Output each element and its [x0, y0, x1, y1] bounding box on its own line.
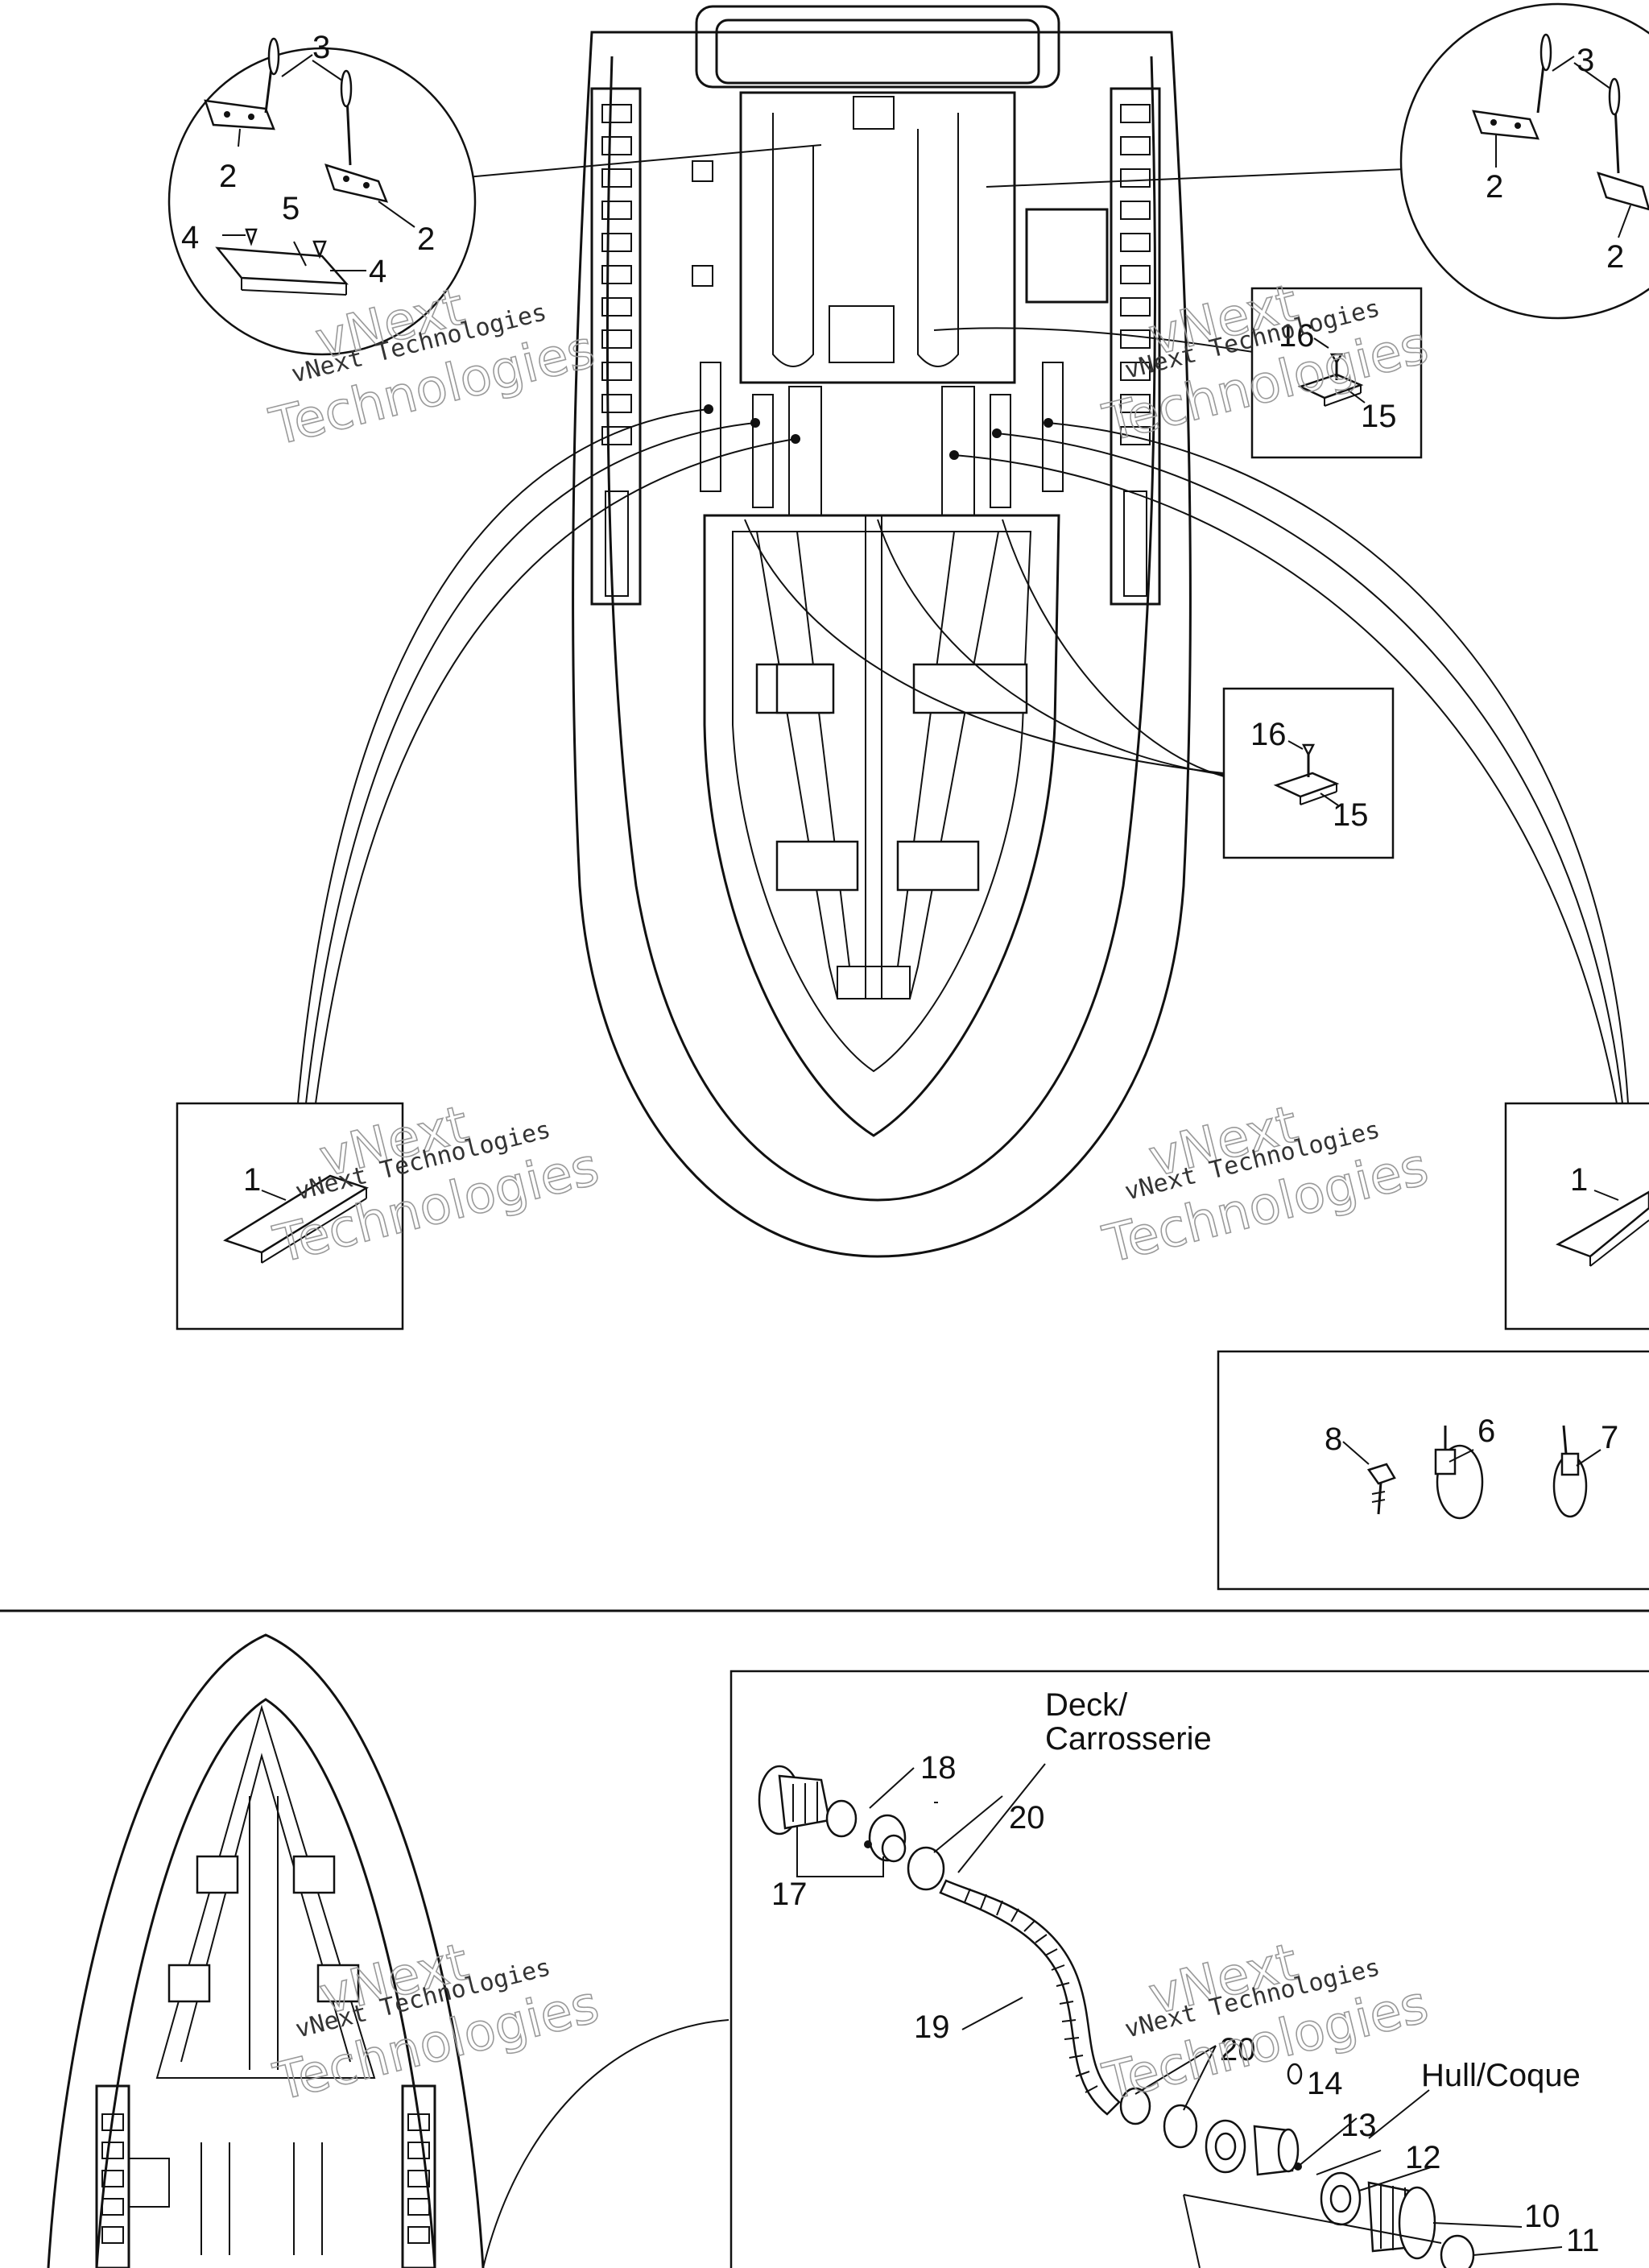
callout-18: 18: [920, 1750, 957, 1786]
callout-8: 8: [1325, 1422, 1342, 1457]
callout-16: 16: [1279, 318, 1315, 354]
callout-11: 11: [1566, 2223, 1600, 2258]
callout-19: 19: [914, 2009, 950, 2045]
detail-box-6-7-8: [1217, 1350, 1649, 1591]
leader-lines: [297, 144, 1629, 1104]
callout-5: 5: [282, 191, 300, 226]
hull-bottom-view: [47, 1633, 729, 2268]
detail-circle-left: [167, 37, 477, 356]
hull-top-view: [572, 5, 1192, 1258]
callout-10: 10: [1524, 2199, 1560, 2234]
callout-17: 17: [771, 1877, 808, 1912]
callout-15: 15: [1361, 399, 1397, 434]
hull-label: Hull/Coque: [1421, 2058, 1581, 2093]
callout-15: 15: [1333, 797, 1369, 833]
detail-circle-right: [1399, 2, 1649, 320]
callout-12: 12: [1405, 2140, 1441, 2175]
callout-3: 3: [312, 30, 330, 65]
callout-16: 16: [1250, 717, 1287, 752]
right-rail-slots: [1120, 104, 1151, 597]
left-rail-slots: [601, 104, 632, 597]
callout-2: 2: [1606, 239, 1624, 275]
callout-2: 2: [219, 159, 237, 194]
detail-box-1-left: [176, 1102, 404, 1331]
detail-box-15-16-top: [1250, 287, 1423, 459]
callout-14: 14: [1307, 2066, 1343, 2101]
callout-1: 1: [243, 1162, 261, 1198]
callout-20: 20: [1009, 1800, 1045, 1836]
callout-2: 2: [1486, 169, 1503, 205]
callout-6: 6: [1477, 1413, 1495, 1449]
callout-4: 4: [181, 220, 199, 255]
deck-label: Deck/: [1045, 1687, 1128, 1723]
callout-labels: 3 2 2 4 5 4 3 2 2 16 15 16 15 1 1 8 6 7 …: [181, 30, 1624, 2258]
detail-box-1-right: [1504, 1102, 1649, 1331]
watermarks: vNext vNext Technologies Technologies: [1097, 1095, 1434, 1277]
watermarks: vNext vNext Technologies Technologies: [267, 1932, 605, 2114]
detail-box-15-16-middle: [1222, 687, 1395, 859]
callout-4: 4: [369, 254, 386, 289]
callout-2: 2: [417, 221, 435, 257]
callout-1: 1: [1570, 1162, 1588, 1198]
drain-detail: [729, 1670, 1649, 2268]
callout-20: 20: [1220, 2032, 1256, 2067]
callout-7: 7: [1601, 1420, 1618, 1455]
deck-label: Carrosserie: [1045, 1721, 1212, 1757]
callout-13: 13: [1341, 2108, 1377, 2143]
callout-3: 3: [1577, 43, 1594, 78]
